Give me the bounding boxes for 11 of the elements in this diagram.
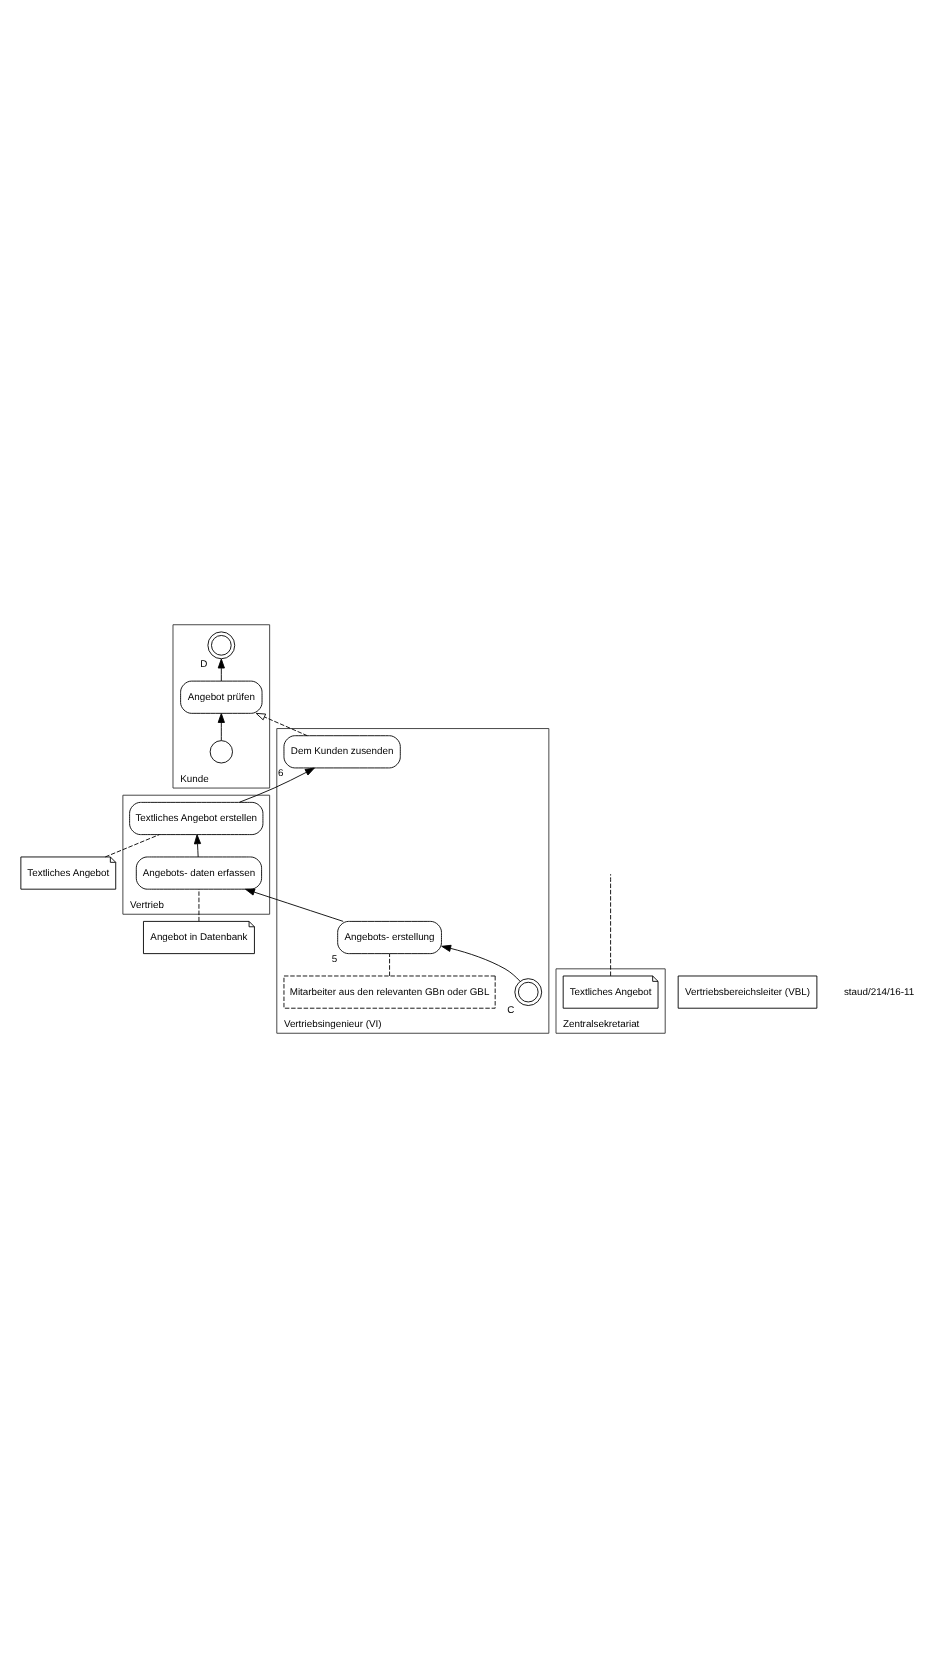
node-circle — [209, 740, 233, 764]
arrow — [255, 712, 308, 737]
connector — [198, 888, 200, 922]
arrow — [217, 713, 225, 741]
connector — [389, 953, 390, 977]
arrow — [245, 888, 344, 922]
arrow — [441, 944, 521, 982]
connector — [610, 873, 612, 977]
arrow — [217, 658, 225, 682]
arrow — [193, 834, 202, 858]
connector — [104, 834, 160, 858]
